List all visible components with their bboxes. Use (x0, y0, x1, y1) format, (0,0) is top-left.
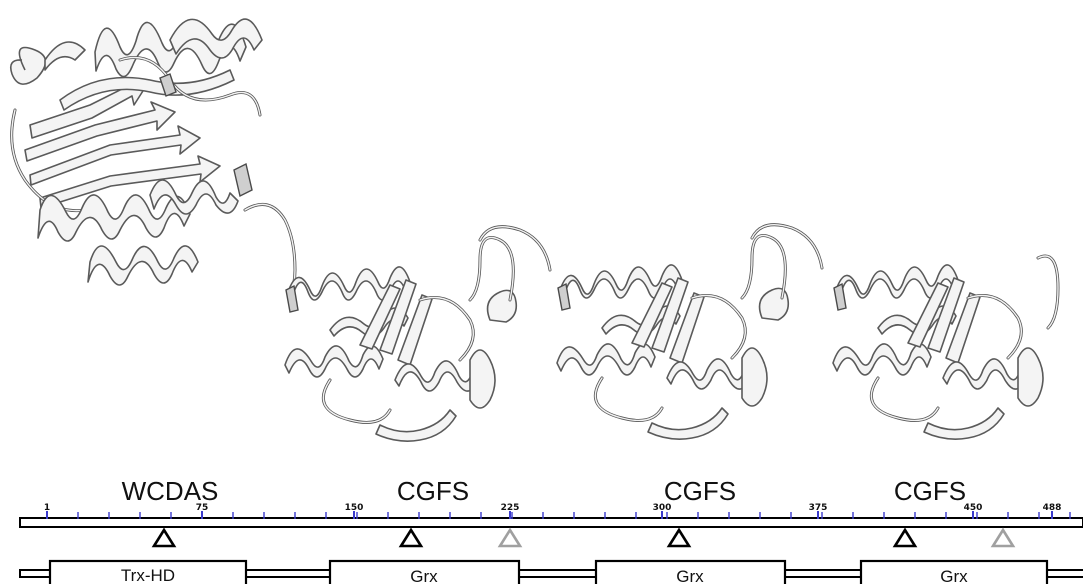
sequence-ruler: 1 75 150 225 300 375 450 488 (20, 503, 1083, 527)
motif-label-cgfs-2: CGFS (664, 476, 736, 506)
tick-label-488: 488 (1043, 503, 1062, 513)
domain-label-trx-hd: Trx-HD (121, 566, 175, 584)
tick-label-375: 375 (809, 503, 828, 513)
gray-triangle-marker-2 (993, 530, 1013, 546)
tick-label-450: 450 (964, 503, 983, 513)
tick-label-1: 1 (44, 503, 50, 513)
domain-label-grx-2: Grx (676, 567, 704, 584)
motif-label-wcdas: WCDAS (122, 476, 219, 506)
grx-3d-structure-2 (557, 225, 822, 439)
black-triangle-marker-1 (154, 530, 174, 546)
gray-triangle-marker-1 (500, 530, 520, 546)
tick-label-225: 225 (501, 503, 520, 513)
grx-3d-structure-3 (833, 256, 1058, 439)
grx-3d-structure-1 (285, 227, 550, 441)
motif-markers (154, 530, 1013, 546)
domain-architecture: Trx-HD Grx Grx Grx (20, 561, 1083, 584)
ruler-bar (20, 518, 1083, 527)
motif-label-cgfs-1: CGFS (397, 476, 469, 506)
domain-label-grx-1: Grx (410, 567, 438, 584)
black-triangle-marker-2 (401, 530, 421, 546)
trx-hd-3d-structure (11, 19, 295, 295)
motif-label-cgfs-3: CGFS (894, 476, 966, 506)
domain-label-grx-3: Grx (940, 567, 968, 584)
black-triangle-marker-3 (669, 530, 689, 546)
tick-label-150: 150 (345, 503, 364, 513)
black-triangle-marker-4 (895, 530, 915, 546)
